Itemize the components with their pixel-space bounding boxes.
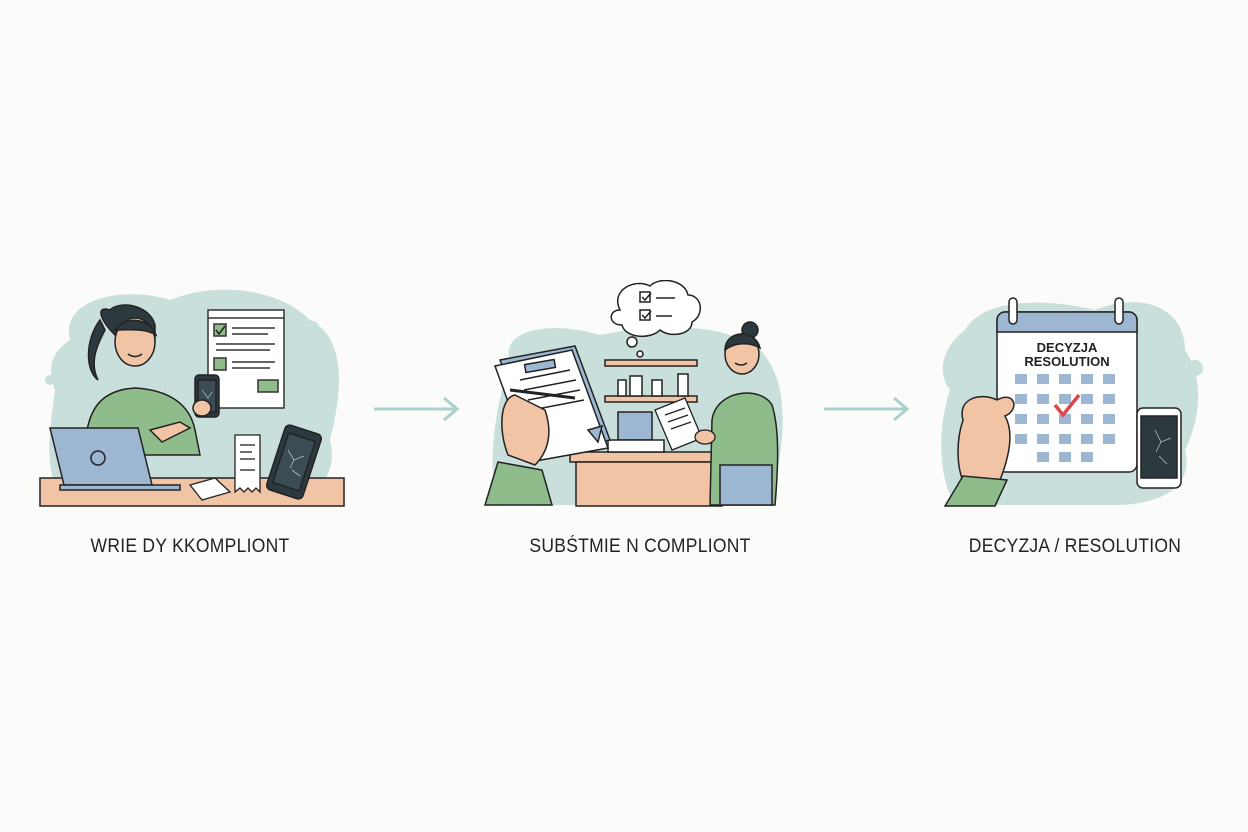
resolution-illustration: DECYZJA RESOLUTION — [941, 297, 1203, 507]
phone-in-hand — [192, 374, 220, 418]
paper-note — [188, 477, 232, 501]
step-resolution: DECYZJA RESOLUTION DECYZJA / RESOLUTION — [915, 280, 1235, 580]
clerk-person — [709, 321, 779, 506]
calendar-icon — [996, 297, 1138, 473]
step-caption: SUBŚTMIE N COMPLIONT — [529, 536, 751, 557]
step-submit-complaint: SUBŚTMIE N COMPLIONT — [480, 280, 800, 580]
arrow-right-icon — [824, 396, 910, 422]
pen-icon — [509, 388, 576, 400]
complaint-form — [207, 309, 285, 409]
calendar-title-line1: DECYZJA — [1037, 340, 1098, 355]
receipt-icon — [234, 434, 261, 494]
arrow-right-icon — [374, 396, 460, 422]
counter — [569, 411, 731, 507]
hand — [483, 394, 553, 506]
calendar-grid — [1015, 374, 1115, 462]
write-complaint-illustration — [39, 289, 345, 507]
cracked-phone-icon — [1136, 407, 1182, 489]
step-caption: DECYZJA / RESOLUTION — [968, 536, 1182, 557]
laptop-icon — [49, 427, 181, 491]
step-caption: WRIE DY KKOMPLIONT — [90, 536, 290, 557]
calendar-title-line2: RESOLUTION — [1024, 354, 1109, 369]
submit-complaint-illustration — [483, 280, 783, 507]
step-write-complaint: WRIE DY KKOMPLIONT — [30, 280, 350, 580]
shelf — [604, 359, 698, 403]
hand — [943, 395, 1015, 507]
thought-bubble — [610, 280, 701, 358]
checkmark-icon — [1053, 393, 1081, 418]
cracked-phone-icon — [265, 424, 323, 500]
clerk-document — [654, 397, 716, 451]
